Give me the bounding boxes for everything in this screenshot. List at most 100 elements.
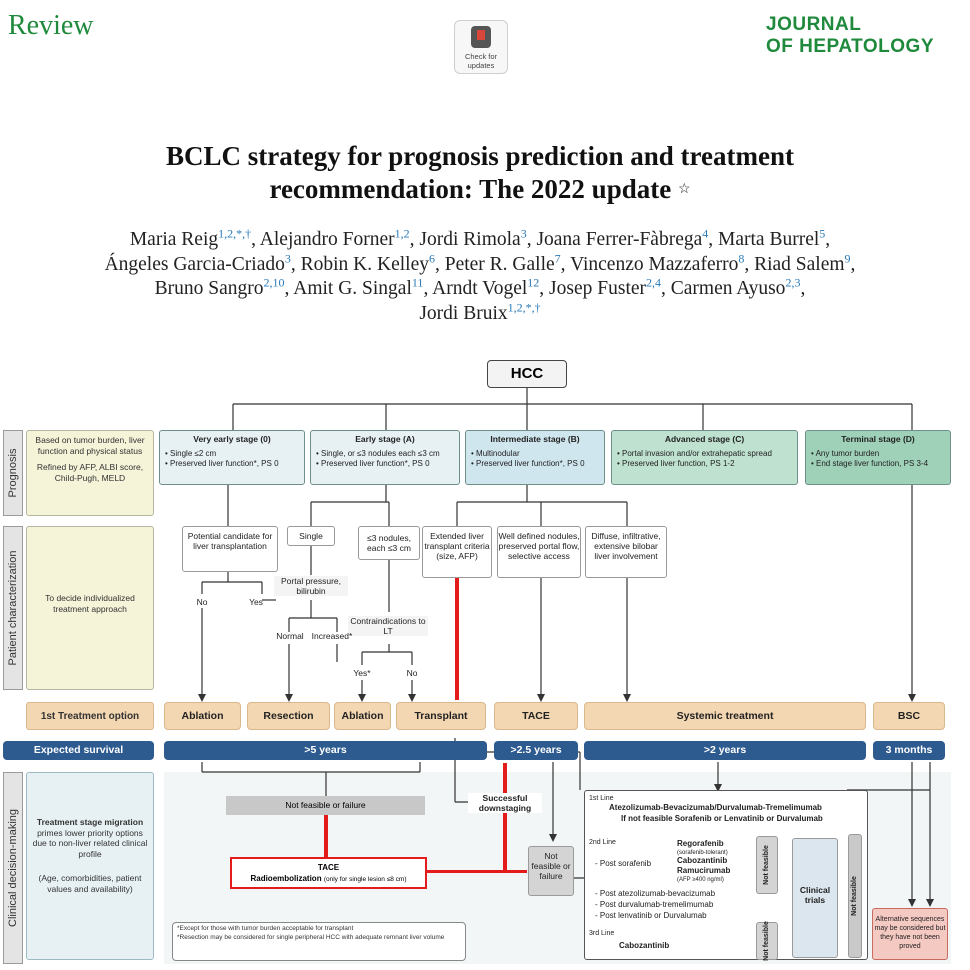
stage-early[interactable]: Early stage (A)• Single, or ≤3 nodules e… bbox=[310, 430, 460, 485]
survival-2y: >2 years bbox=[584, 741, 866, 760]
affiliation-marker[interactable]: 2,10 bbox=[263, 275, 285, 290]
author: Ángeles Garcia-Criado bbox=[104, 253, 285, 275]
yes2-label: Yes* bbox=[353, 668, 371, 678]
stage-advanced[interactable]: Advanced stage (C)• Portal invasion and/… bbox=[611, 430, 798, 485]
affiliation-marker[interactable]: 1,2,*,† bbox=[218, 226, 252, 241]
footnotes-box: *Except for those with tumor burden acce… bbox=[172, 922, 466, 961]
affiliation-marker[interactable]: 1,2,*,† bbox=[507, 300, 541, 314]
journal-line1: JOURNAL bbox=[766, 14, 862, 35]
author-line-2: Ángeles Garcia-Criado3, Robin K. Kelley6… bbox=[104, 251, 856, 275]
single-box[interactable]: Single bbox=[287, 526, 335, 546]
author: Jordi Bruix bbox=[419, 302, 508, 324]
author: Arndt Vogel bbox=[432, 278, 528, 299]
affiliation-marker[interactable]: 1,2 bbox=[394, 226, 410, 241]
not-feasible-vertical: Not feasible bbox=[756, 836, 778, 894]
affiliation-marker[interactable]: 5 bbox=[819, 226, 826, 241]
option-bsc[interactable]: BSC bbox=[873, 702, 945, 730]
author-line-4: Jordi Bruix1,2,*,† bbox=[40, 300, 920, 327]
not-feasible-bar: Not feasible or failure bbox=[226, 796, 425, 815]
author: Peter R. Galle bbox=[444, 253, 555, 275]
extended-criteria-box[interactable]: Extended liver transplant criteria (size… bbox=[422, 526, 492, 578]
title-line1: BCLC strategy for prognosis prediction a… bbox=[166, 141, 794, 171]
treatment-option-label: 1st Treatment option bbox=[26, 702, 154, 730]
affiliation-marker[interactable]: 6 bbox=[428, 251, 435, 265]
affiliation-marker[interactable]: 9 bbox=[844, 251, 851, 265]
affiliation-marker[interactable]: 2,3 bbox=[785, 275, 801, 290]
well-defined-box[interactable]: Well defined nodules, preserved portal f… bbox=[497, 526, 581, 578]
journal-logo: JOURNAL OF HEPATOLOGY bbox=[766, 14, 934, 58]
no2-label: No bbox=[406, 668, 418, 678]
author-line-3: Bruno Sangro2,10, Amit G. Singal11, Arnd… bbox=[154, 275, 806, 300]
affiliation-marker[interactable]: 2,4 bbox=[646, 275, 662, 290]
affiliation-marker[interactable]: 8 bbox=[738, 251, 745, 265]
prognosis-description: Based on tumor burden, liver function an… bbox=[26, 430, 154, 516]
title-line2: recommendation: The 2022 update bbox=[269, 174, 672, 204]
stage-terminal[interactable]: Terminal stage (D)• Any tumor burden• En… bbox=[805, 430, 951, 485]
author: Jordi Rimola bbox=[419, 229, 521, 250]
check-for-updates-badge[interactable]: Check for updates bbox=[454, 20, 508, 74]
option-tace[interactable]: TACE bbox=[494, 702, 578, 730]
migration-description: Treatment stage migration primes lower p… bbox=[26, 772, 154, 960]
diffuse-box[interactable]: Diffuse, infiltrative, extensive bilobar… bbox=[585, 526, 667, 578]
article-title: BCLC strategy for prognosis prediction a… bbox=[0, 140, 960, 206]
section-label: Review bbox=[8, 10, 94, 41]
author: Amit G. Singal bbox=[293, 278, 412, 299]
hcc-root: HCC bbox=[487, 360, 567, 388]
side-clinical: Clinical decision-making bbox=[3, 772, 23, 964]
option-transplant[interactable]: Transplant bbox=[396, 702, 486, 730]
author: Maria Reig bbox=[129, 229, 219, 250]
red-path bbox=[427, 870, 527, 873]
tace-radio-box[interactable]: TACE Radioembolization (only for single … bbox=[230, 857, 427, 889]
portal-pressure-label: Portal pressure, bilirubin bbox=[274, 576, 348, 596]
red-path bbox=[455, 578, 459, 700]
affiliation-marker[interactable]: 12 bbox=[527, 275, 540, 290]
contraindications-label: Contraindications to LT bbox=[348, 616, 428, 636]
option-ablation[interactable]: Ablation bbox=[164, 702, 241, 730]
affiliation-marker[interactable]: 7 bbox=[554, 251, 561, 265]
no-label: No bbox=[196, 597, 208, 607]
survival-3m: 3 months bbox=[873, 741, 945, 760]
author: Marta Burrel bbox=[718, 229, 820, 250]
author: Bruno Sangro bbox=[154, 278, 264, 299]
red-path bbox=[324, 815, 328, 857]
clinical-trials-box[interactable]: Clinical trials bbox=[792, 838, 838, 958]
expected-survival-label: Expected survival bbox=[3, 741, 154, 760]
author: Alejandro Forner bbox=[259, 229, 395, 250]
not-feasible-box[interactable]: Not feasible or failure bbox=[528, 846, 574, 896]
author-list: Maria Reig1,2,*,†, Alejandro Forner1,2, … bbox=[40, 228, 920, 326]
downstaging-label: Successful downstaging bbox=[468, 793, 542, 813]
normal-label: Normal bbox=[276, 631, 304, 641]
affiliation-marker[interactable]: 4 bbox=[702, 226, 709, 241]
affiliation-marker[interactable]: 11 bbox=[411, 275, 424, 290]
stage-intermediate[interactable]: Intermediate stage (B)• Multinodular• Pr… bbox=[465, 430, 605, 485]
affiliation-marker[interactable]: 3 bbox=[520, 226, 527, 241]
author: Vincenzo Mazzaferro bbox=[570, 253, 739, 275]
author: Josep Fuster bbox=[549, 278, 647, 299]
side-patient: Patient characterization bbox=[3, 526, 23, 690]
author: Riad Salem bbox=[754, 253, 845, 275]
author: Joana Ferrer-Fàbrega bbox=[536, 229, 703, 250]
badge-text: Check for updates bbox=[464, 52, 498, 70]
author: Robin K. Kelley bbox=[300, 253, 429, 275]
yes-label: Yes bbox=[249, 597, 263, 607]
star-icon: ☆ bbox=[677, 182, 691, 197]
red-path bbox=[503, 763, 507, 871]
option-systemic[interactable]: Systemic treatment bbox=[584, 702, 866, 730]
candidate-box[interactable]: Potential candidate for liver transplant… bbox=[182, 526, 278, 572]
survival-5y: >5 years bbox=[164, 741, 487, 760]
alternative-sequences-box[interactable]: Alternative sequences may be considered … bbox=[872, 908, 948, 960]
patient-description: To decide individualized treatment appro… bbox=[26, 526, 154, 690]
not-feasible-vertical-3: Not feasible bbox=[848, 834, 862, 958]
bookmark-icon bbox=[471, 26, 491, 48]
stage-very-early[interactable]: Very early stage (0)• Single ≤2 cm• Pres… bbox=[159, 430, 305, 485]
side-prognosis: Prognosis bbox=[3, 430, 23, 516]
not-feasible-vertical-2: Not feasible bbox=[756, 921, 778, 961]
author-line-1: Maria Reig1,2,*,†, Alejandro Forner1,2, … bbox=[129, 226, 831, 251]
affiliation-marker[interactable]: 3 bbox=[284, 251, 291, 265]
journal-line2: OF HEPATOLOGY bbox=[766, 36, 935, 57]
author: Carmen Ayuso bbox=[670, 278, 786, 299]
nodules-box[interactable]: ≤3 nodules, each ≤3 cm bbox=[358, 526, 420, 560]
option-resection[interactable]: Resection bbox=[247, 702, 330, 730]
option-ablation-2[interactable]: Ablation bbox=[334, 702, 391, 730]
survival-2-5y: >2.5 years bbox=[494, 741, 578, 760]
